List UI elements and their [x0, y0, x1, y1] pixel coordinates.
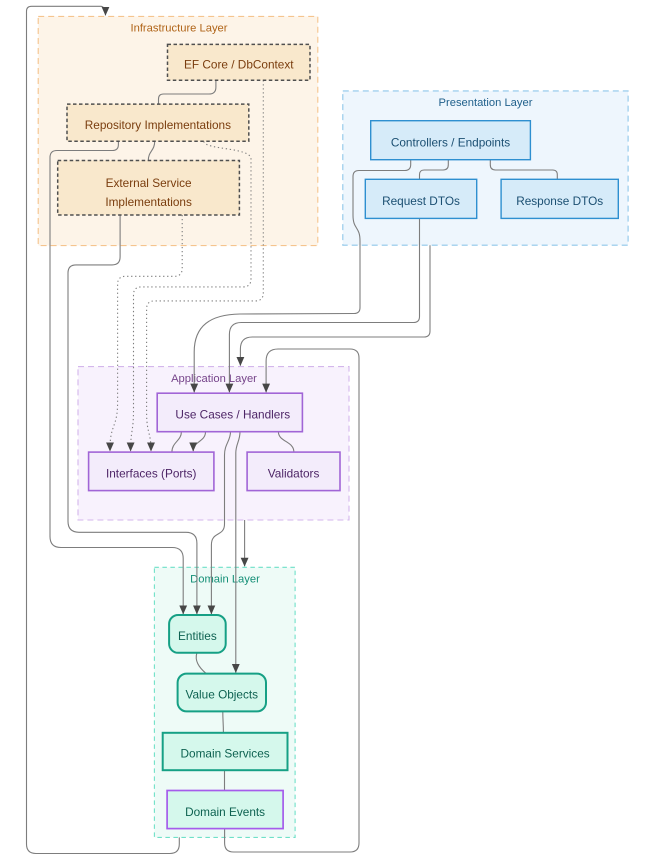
- svg-text:Domain Services: Domain Services: [181, 747, 270, 761]
- svg-text:Entities: Entities: [178, 629, 217, 643]
- svg-text:External Service: External Service: [106, 176, 192, 190]
- svg-text:Repository Implementations: Repository Implementations: [85, 118, 231, 132]
- svg-text:Implementations: Implementations: [105, 195, 192, 209]
- svg-text:Domain Layer: Domain Layer: [190, 574, 260, 586]
- svg-text:Presentation Layer: Presentation Layer: [439, 97, 533, 109]
- svg-text:Request DTOs: Request DTOs: [382, 194, 460, 208]
- svg-text:Response DTOs: Response DTOs: [516, 194, 603, 208]
- svg-text:EF Core / DbContext: EF Core / DbContext: [184, 58, 294, 72]
- svg-text:Value Objects: Value Objects: [186, 688, 259, 702]
- svg-text:Infrastructure Layer: Infrastructure Layer: [130, 23, 227, 35]
- svg-text:Domain Events: Domain Events: [185, 805, 265, 819]
- svg-text:Application Layer: Application Layer: [171, 373, 257, 385]
- svg-text:Interfaces (Ports): Interfaces (Ports): [106, 467, 197, 481]
- svg-text:Use Cases / Handlers: Use Cases / Handlers: [175, 408, 290, 422]
- svg-text:Controllers / Endpoints: Controllers / Endpoints: [391, 135, 510, 149]
- svg-text:Validators: Validators: [268, 467, 320, 481]
